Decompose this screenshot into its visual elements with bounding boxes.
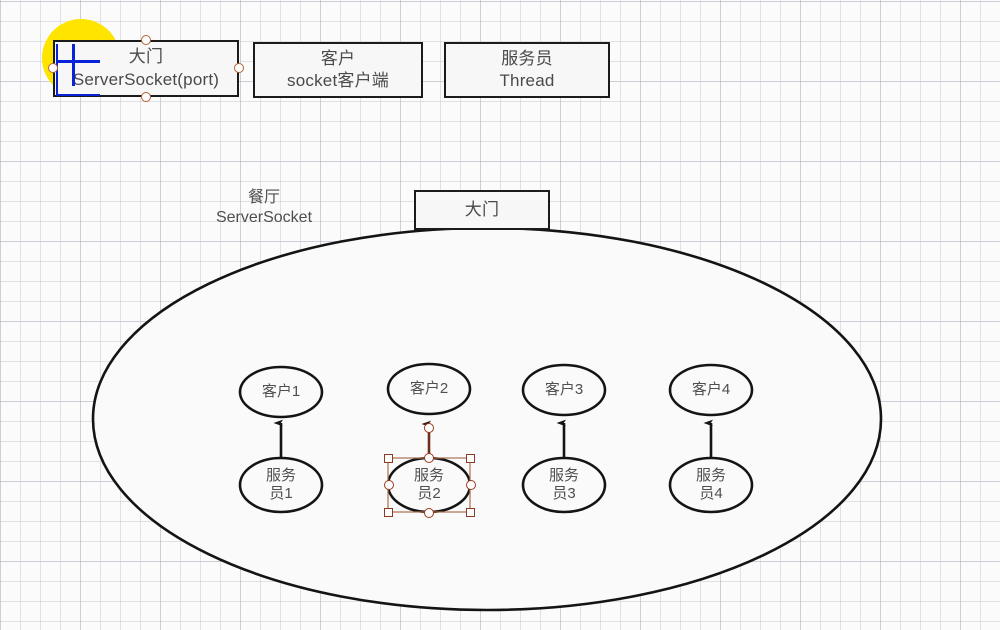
- client3-ellipse[interactable]: [521, 363, 607, 417]
- resize-handle-e[interactable]: [466, 480, 476, 490]
- restaurant-label-line1: 餐厅: [247, 189, 280, 206]
- legend-waiter-line1: 服务员: [501, 48, 553, 68]
- client2-ellipse[interactable]: [386, 362, 472, 416]
- resize-handle-nw[interactable]: [384, 454, 393, 463]
- legend-box-waiter[interactable]: 服务员 Thread: [444, 42, 610, 98]
- door-box[interactable]: 大门: [414, 190, 550, 230]
- legend-door-line1: 大门: [128, 47, 164, 67]
- resize-handle-sw[interactable]: [384, 508, 393, 517]
- connector-handle-left[interactable]: [48, 63, 58, 73]
- legend-client-line2: socket客户端: [287, 71, 389, 90]
- resize-handle-ne[interactable]: [466, 454, 475, 463]
- waiter1-ellipse[interactable]: [238, 456, 324, 514]
- resize-handle-w[interactable]: [384, 480, 394, 490]
- connector-handle-bottom[interactable]: [141, 92, 151, 102]
- resize-handle-s[interactable]: [424, 508, 434, 518]
- edge-endpoint-handle-source[interactable]: [424, 453, 434, 463]
- waiter3-ellipse[interactable]: [521, 456, 607, 514]
- connector-handle-right[interactable]: [234, 63, 244, 73]
- restaurant-label: 餐厅 ServerSocket: [196, 188, 332, 227]
- legend-door-line2: ServerSocket(port): [72, 69, 220, 89]
- connector-handle-top[interactable]: [141, 35, 151, 45]
- waiter2-ellipse[interactable]: [386, 456, 472, 514]
- legend-waiter-line2: Thread: [499, 71, 555, 90]
- client4-ellipse[interactable]: [668, 363, 754, 417]
- client1-ellipse[interactable]: [238, 365, 324, 419]
- door-box-label: 大门: [464, 199, 500, 219]
- restaurant-label-line2: ServerSocket: [215, 208, 313, 226]
- restaurant-ellipse[interactable]: [91, 226, 883, 612]
- resize-handle-se[interactable]: [466, 508, 475, 517]
- waiter4-ellipse[interactable]: [668, 456, 754, 514]
- move-cursor-icon: [56, 44, 104, 98]
- legend-client-line1: 客户: [320, 48, 356, 68]
- legend-box-client[interactable]: 客户 socket客户端: [253, 42, 423, 98]
- edge-endpoint-handle-target[interactable]: [424, 423, 434, 433]
